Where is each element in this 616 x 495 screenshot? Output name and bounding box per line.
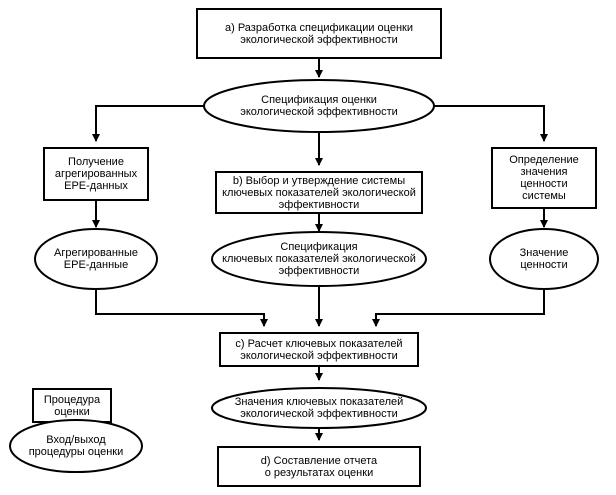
connector-right-oval-to-c	[372, 289, 545, 327]
oval-mid-kpi-spec	[211, 231, 427, 287]
legend-box-procedure	[32, 388, 112, 423]
box-a-develop-spec	[196, 8, 442, 59]
legend-oval-io	[9, 419, 143, 473]
oval-spec	[203, 79, 435, 133]
box-right-define-value	[491, 147, 597, 209]
box-d-report	[217, 446, 421, 487]
connector-spec-to-left	[92, 105, 204, 142]
box-b-select-kpi	[215, 171, 423, 214]
box-c-calculate	[219, 332, 419, 367]
connector-left-oval-to-c	[95, 289, 268, 327]
box-left-obtain-data	[43, 147, 149, 201]
oval-left-aggregated-data	[34, 228, 158, 290]
oval-right-value	[489, 228, 599, 290]
connector-spec-to-right	[433, 105, 548, 142]
oval-kpi-values	[211, 387, 427, 429]
